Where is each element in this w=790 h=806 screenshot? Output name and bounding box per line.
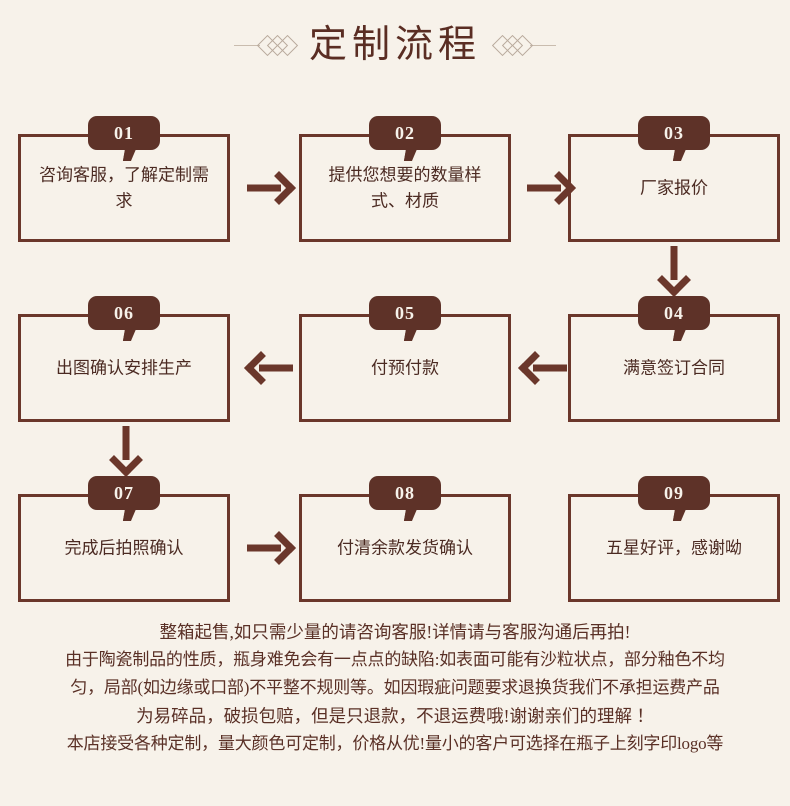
arrow-shaft: [527, 184, 561, 192]
flow-step-07[interactable]: 07 完成后拍照确认: [18, 476, 230, 602]
process-flow-diagram: 01 咨询客服，了解定制需求 02 提供您想要的数量样式、材质 03 厂家报价 …: [0, 104, 790, 620]
arrow-right-icon: [527, 171, 576, 205]
step-number-badge: 08: [369, 476, 441, 510]
footer-notes: 整箱起售,如只需少量的请咨询客服!详情请与客服沟通后再拍! 由于陶瓷制品的性质，…: [0, 618, 790, 758]
step-label: 付预付款: [371, 358, 439, 378]
diamond-group: [256, 34, 299, 56]
arrow-shaft: [122, 426, 130, 460]
flow-row-3: 07 完成后拍照确认 08 付清余款发货确认 09 五星好评，感谢呦: [0, 448, 790, 620]
note-line-2: 由于陶瓷制品的性质，瓶身难免会有一点点的缺陷:如表面可能有沙粒状点，部分釉色不均: [65, 650, 725, 669]
arrow-left-icon: [244, 351, 293, 385]
step-label: 五星好评，感谢呦: [606, 538, 742, 558]
flow-row-1: 01 咨询客服，了解定制需求 02 提供您想要的数量样式、材质 03 厂家报价: [0, 104, 790, 297]
flow-step-09[interactable]: 09 五星好评，感谢呦: [568, 476, 780, 602]
step-number-badge: 06: [88, 296, 160, 330]
arrow-shaft: [533, 364, 567, 372]
diamond-group: [491, 34, 534, 56]
arrow-down-icon: [657, 246, 691, 297]
step-label: 提供您想要的数量样式、材质: [328, 165, 482, 211]
arrow-shaft: [259, 364, 293, 372]
note-line-1: 整箱起售,如只需少量的请咨询客服!详情请与客服沟通后再拍!: [159, 622, 631, 642]
flow-step-03[interactable]: 03 厂家报价: [568, 116, 780, 242]
note-line-4: 为易碎品，破损包赔，但是只退款，不退运费哦!谢谢亲们的理解 ！: [136, 706, 654, 726]
step-label: 咨询客服，了解定制需求: [39, 165, 209, 211]
arrow-head: [262, 531, 296, 565]
step-number-badge: 02: [369, 116, 441, 150]
flow-step-02[interactable]: 02 提供您想要的数量样式、材质: [299, 116, 511, 242]
ornament-line: [530, 44, 556, 46]
step-number-badge: 01: [88, 116, 160, 150]
diamond-ornament-left: [233, 34, 299, 56]
flow-row-2: 06 出图确认安排生产 05 付预付款 04 满意签订合同: [0, 276, 790, 477]
page-title: 定制流程: [308, 24, 481, 66]
step-number-badge: 09: [638, 476, 710, 510]
arrow-head: [262, 171, 296, 205]
step-number-badge: 05: [369, 296, 441, 330]
flow-step-05[interactable]: 05 付预付款: [299, 296, 511, 422]
arrow-shaft: [247, 184, 281, 192]
ornament-line: [233, 44, 260, 46]
arrow-shaft: [247, 544, 281, 552]
arrow-shaft: [670, 246, 678, 280]
step-number-badge: 07: [88, 476, 160, 510]
arrow-head: [518, 351, 552, 385]
step-label: 付清余款发货确认: [337, 538, 473, 558]
note-line-5: 本店接受各种定制，量大颜色可定制，价格从优!量小的客户可选择在瓶子上刻字印log…: [66, 734, 724, 753]
flow-step-06[interactable]: 06 出图确认安排生产: [18, 296, 230, 422]
arrow-right-icon: [247, 531, 296, 565]
flow-step-04[interactable]: 04 满意签订合同: [568, 296, 780, 422]
flow-step-08[interactable]: 08 付清余款发货确认: [299, 476, 511, 602]
step-label: 厂家报价: [640, 178, 708, 198]
arrow-right-icon: [247, 171, 296, 205]
step-number-badge: 03: [638, 116, 710, 150]
step-label: 满意签订合同: [623, 358, 725, 378]
arrow-head: [244, 351, 278, 385]
arrow-left-icon: [518, 351, 567, 385]
step-label: 出图确认安排生产: [56, 358, 192, 378]
step-label: 完成后拍照确认: [64, 538, 184, 558]
note-line-3: 匀，局部(如边缘或口部)不平整不规则等。如因瑕疵问题要求退换货我们不承担运费产品: [70, 678, 720, 697]
page-header: 定制流程: [0, 14, 790, 76]
flow-step-01[interactable]: 01 咨询客服，了解定制需求: [18, 116, 230, 242]
diamond-ornament-right: [491, 34, 556, 56]
arrow-down-icon: [109, 426, 143, 477]
step-number-badge: 04: [638, 296, 710, 330]
